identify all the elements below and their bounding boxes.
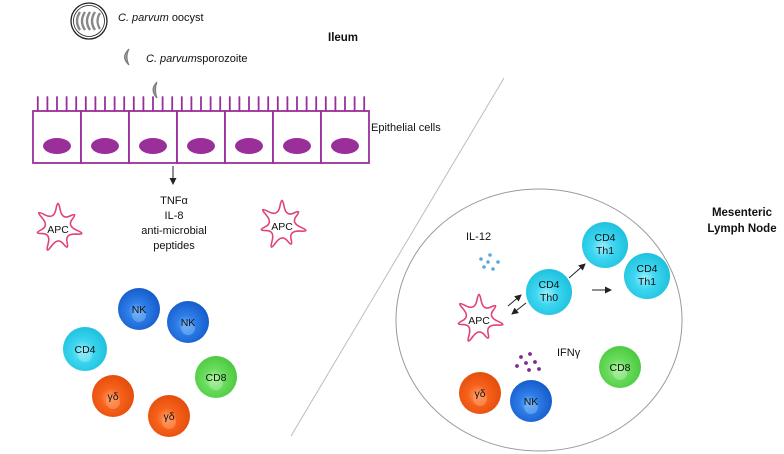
microvilli [180,96,222,112]
apc-label: APC [468,315,490,327]
epithelial-cells-label: Epithelial cells [371,122,441,134]
svg-text:CD8: CD8 [609,362,630,374]
nk-cell: NK [118,288,160,330]
gamma-delta-cell: γδ [148,395,190,437]
epithelial-cell-body [80,110,130,164]
epithelial-cell [128,96,178,164]
svg-text:Th0: Th0 [540,292,558,304]
svg-text:CD4: CD4 [74,344,95,356]
apc-ileum-left: APC [36,202,83,251]
attached-sporozoite-icon [152,81,158,99]
svg-text:CD8: CD8 [205,372,226,384]
apc-label: APC [47,224,69,236]
gamma-delta-cell: γδ [459,372,501,414]
oocyst-legend: C. parvum oocyst [70,2,204,40]
epithelial-cell [320,96,370,164]
oocyst-icon [70,2,108,40]
svg-text:CD4: CD4 [594,232,615,244]
microvilli [228,96,270,112]
epithelial-cell [272,96,322,164]
lymph-node-label-2: Lymph Node [707,223,776,235]
svg-text:NK: NK [132,304,147,316]
sporozoite-icon [124,48,130,66]
cd4-th0-cell: CD4 Th0 [526,269,572,315]
epithelial-cell [224,96,274,164]
sporozoite-legend: C. parvumsporozoite [124,48,248,66]
cell-nucleus [139,138,167,154]
svg-text:γδ: γδ [107,391,118,403]
lymph-node-label-1: Mesenteric [712,207,773,219]
apc-ileum-right: APC [260,199,307,248]
th0-to-apc-arrow [511,302,527,315]
epithelial-cell-body [224,110,274,164]
secreted-il8: IL-8 [165,210,184,222]
apc-shape [260,199,307,248]
epithelial-cell-body [320,110,370,164]
il12-label: IL-12 [466,231,491,243]
ileum-label: Ileum [328,32,358,44]
svg-text:γδ: γδ [474,388,485,400]
secreted-tnfa: TNFα [160,195,188,207]
cell-nucleus [43,138,71,154]
ifng-dots [515,352,541,372]
cell-nucleus [283,138,311,154]
cd8-cell: CD8 [599,346,641,388]
epithelial-cell [176,96,226,164]
cell-nucleus [91,138,119,154]
cell-nucleus [187,138,215,154]
svg-text:CD4: CD4 [538,279,559,291]
th0-to-th1-arrow [568,263,586,279]
nk-cell: NK [167,301,209,343]
apc-shape [457,293,504,342]
svg-text:NK: NK [181,317,196,329]
apc-lymph-node: APC [457,293,504,342]
microvilli [36,96,78,112]
cd8-cell: CD8 [195,356,237,398]
microvilli [132,96,174,112]
cd4-th1-cell: CD4 Th1 [582,222,628,268]
microvilli [324,96,366,112]
svg-text:Th1: Th1 [596,245,614,257]
nk-cell: NK [510,380,552,422]
apc-shape [36,202,83,251]
epithelial-layer [32,96,370,164]
microvilli [84,96,126,112]
il12-dots [479,253,500,271]
secreted-peptides: peptides [153,240,195,252]
epithelial-cell [32,96,82,164]
epithelial-cell [80,96,130,164]
apc-label: APC [271,221,293,233]
region-divider [290,77,505,437]
ifng-label: IFNγ [557,347,581,359]
secreted-factors: TNFα IL-8 anti-microbial peptides [141,195,206,252]
apc-to-th0-arrow [507,294,522,307]
epithelial-cell-body [176,110,226,164]
svg-text:γδ: γδ [163,411,174,423]
svg-text:NK: NK [524,396,539,408]
cd4-th1-cell: CD4 Th1 [624,253,670,299]
epithelial-cell-body [128,110,178,164]
oocyst-label: C. parvum oocyst [118,12,204,24]
sporozoite-label: C. parvumsporozoite [146,53,248,65]
microvilli [276,96,318,112]
epithelial-cell-body [32,110,82,164]
cd4-cell: CD4 [63,327,107,371]
cell-nucleus [331,138,359,154]
svg-text:Th1: Th1 [638,276,656,288]
svg-text:CD4: CD4 [636,263,657,275]
gamma-delta-cell: γδ [92,375,134,417]
cell-nucleus [235,138,263,154]
epithelial-cell-body [272,110,322,164]
secreted-antimicrobial: anti-microbial [141,225,206,237]
